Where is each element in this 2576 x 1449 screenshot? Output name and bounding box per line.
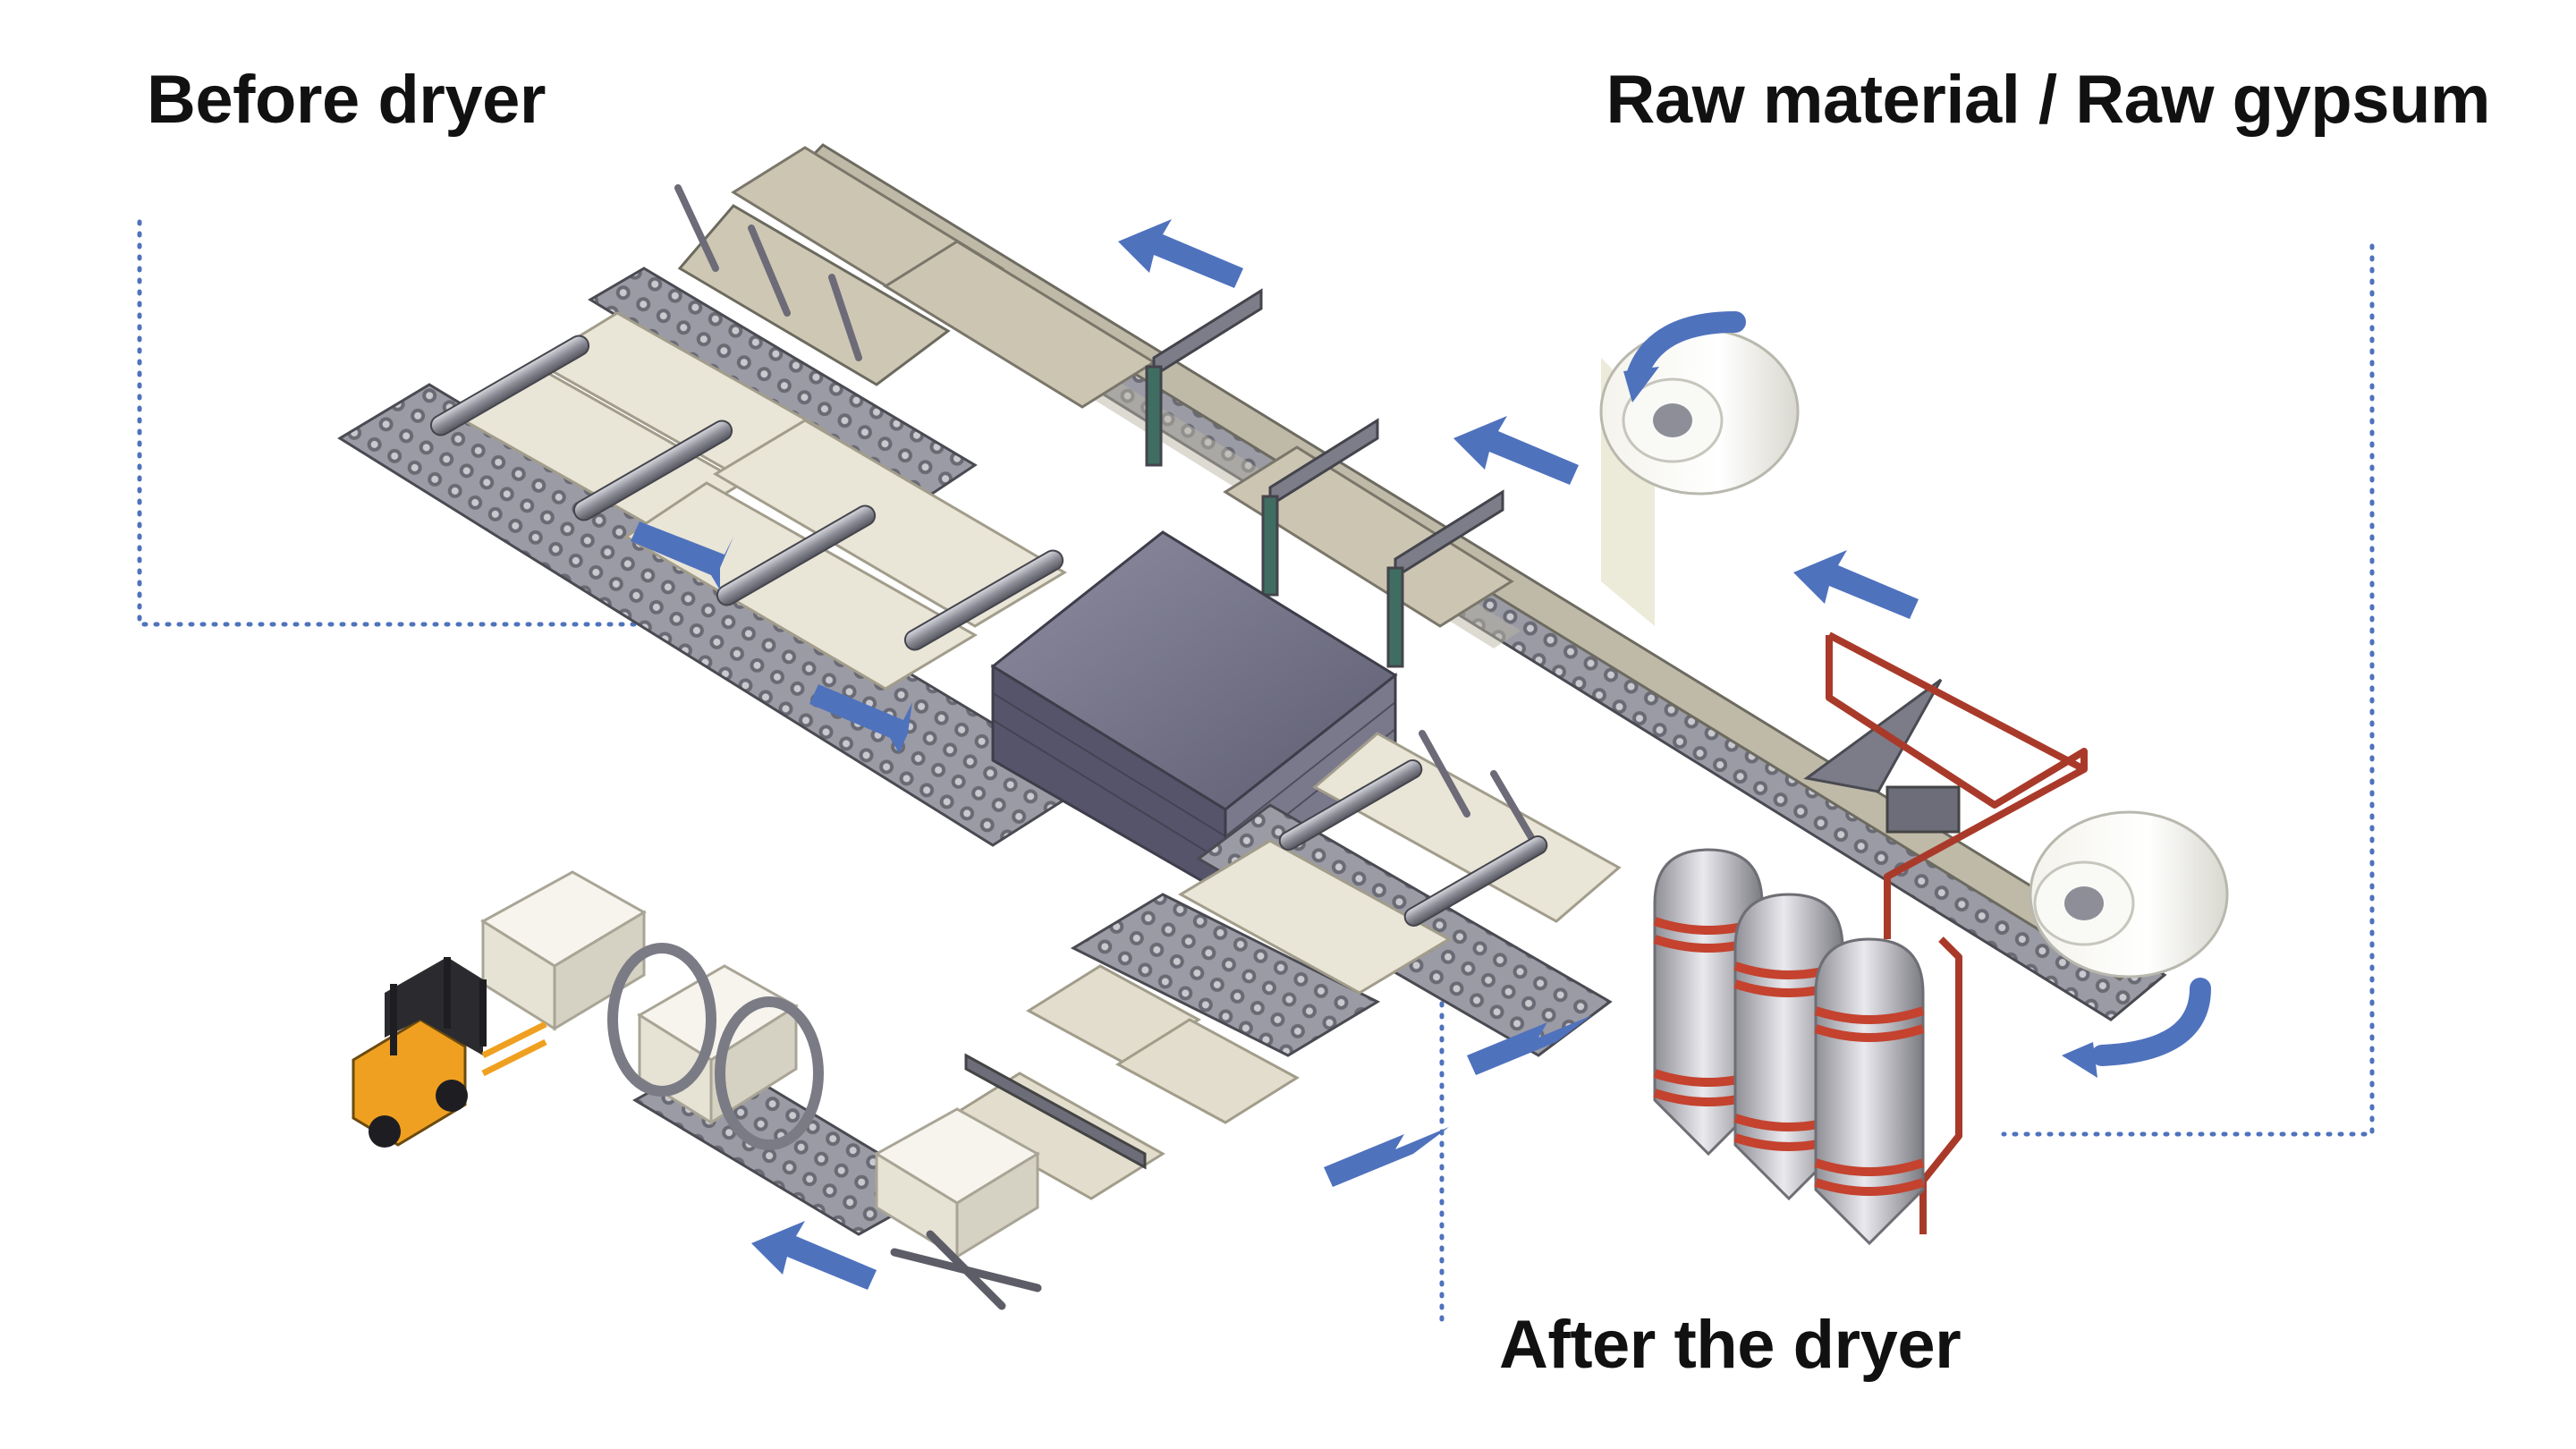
rotate-arrow-icon xyxy=(2062,1042,2097,1078)
belt-board xyxy=(883,240,1157,409)
arrow-icon xyxy=(1467,1015,1592,1075)
board xyxy=(945,1072,1165,1200)
conveyor-rollers xyxy=(1278,759,1548,927)
gantry-frame xyxy=(1145,288,1504,668)
board xyxy=(1115,1018,1300,1124)
clamp xyxy=(964,1053,1147,1170)
leader-line-before xyxy=(137,219,843,627)
conveyor-rollers xyxy=(429,335,1064,651)
arrow-icon xyxy=(1324,1127,1449,1187)
board xyxy=(713,419,1067,628)
arrow-icon xyxy=(809,684,912,753)
stacking-area xyxy=(480,870,1042,1310)
wrapping-rings xyxy=(607,943,824,1150)
board xyxy=(1177,839,1453,995)
arrow-icon xyxy=(751,1221,877,1290)
piping xyxy=(1826,631,2088,1234)
forming-block xyxy=(1885,785,1961,834)
forklift-icon xyxy=(352,957,547,1148)
storage-tanks xyxy=(1653,848,1925,1246)
arrow-icon xyxy=(1793,550,1919,619)
post-dryer-conveyor xyxy=(945,730,1622,1200)
cutter-board xyxy=(677,204,951,386)
rotate-arrow-icon xyxy=(1626,311,2211,1066)
arrow-icon xyxy=(1453,416,1579,485)
paper-roll-lower xyxy=(2029,810,2229,979)
rotate-arrow-icon xyxy=(1623,367,1659,402)
board-stack xyxy=(480,870,647,1031)
main-conveyor xyxy=(731,143,2229,1021)
leader-lines xyxy=(137,219,2375,1322)
dryer-unit xyxy=(990,530,1398,898)
arrow-icon xyxy=(631,521,733,590)
flow-arrows xyxy=(631,219,1919,1290)
board xyxy=(623,481,978,691)
label-after-dryer: After the dryer xyxy=(1499,1307,1962,1383)
label-raw-material: Raw material / Raw gypsum xyxy=(1606,62,2491,138)
arrow-icon xyxy=(1118,219,1243,288)
board-stack xyxy=(874,1107,1040,1259)
leader-line-raw xyxy=(2001,243,2375,1137)
tank xyxy=(1814,937,1925,1246)
label-before-dryer: Before dryer xyxy=(147,62,546,138)
board-stack xyxy=(637,964,799,1125)
